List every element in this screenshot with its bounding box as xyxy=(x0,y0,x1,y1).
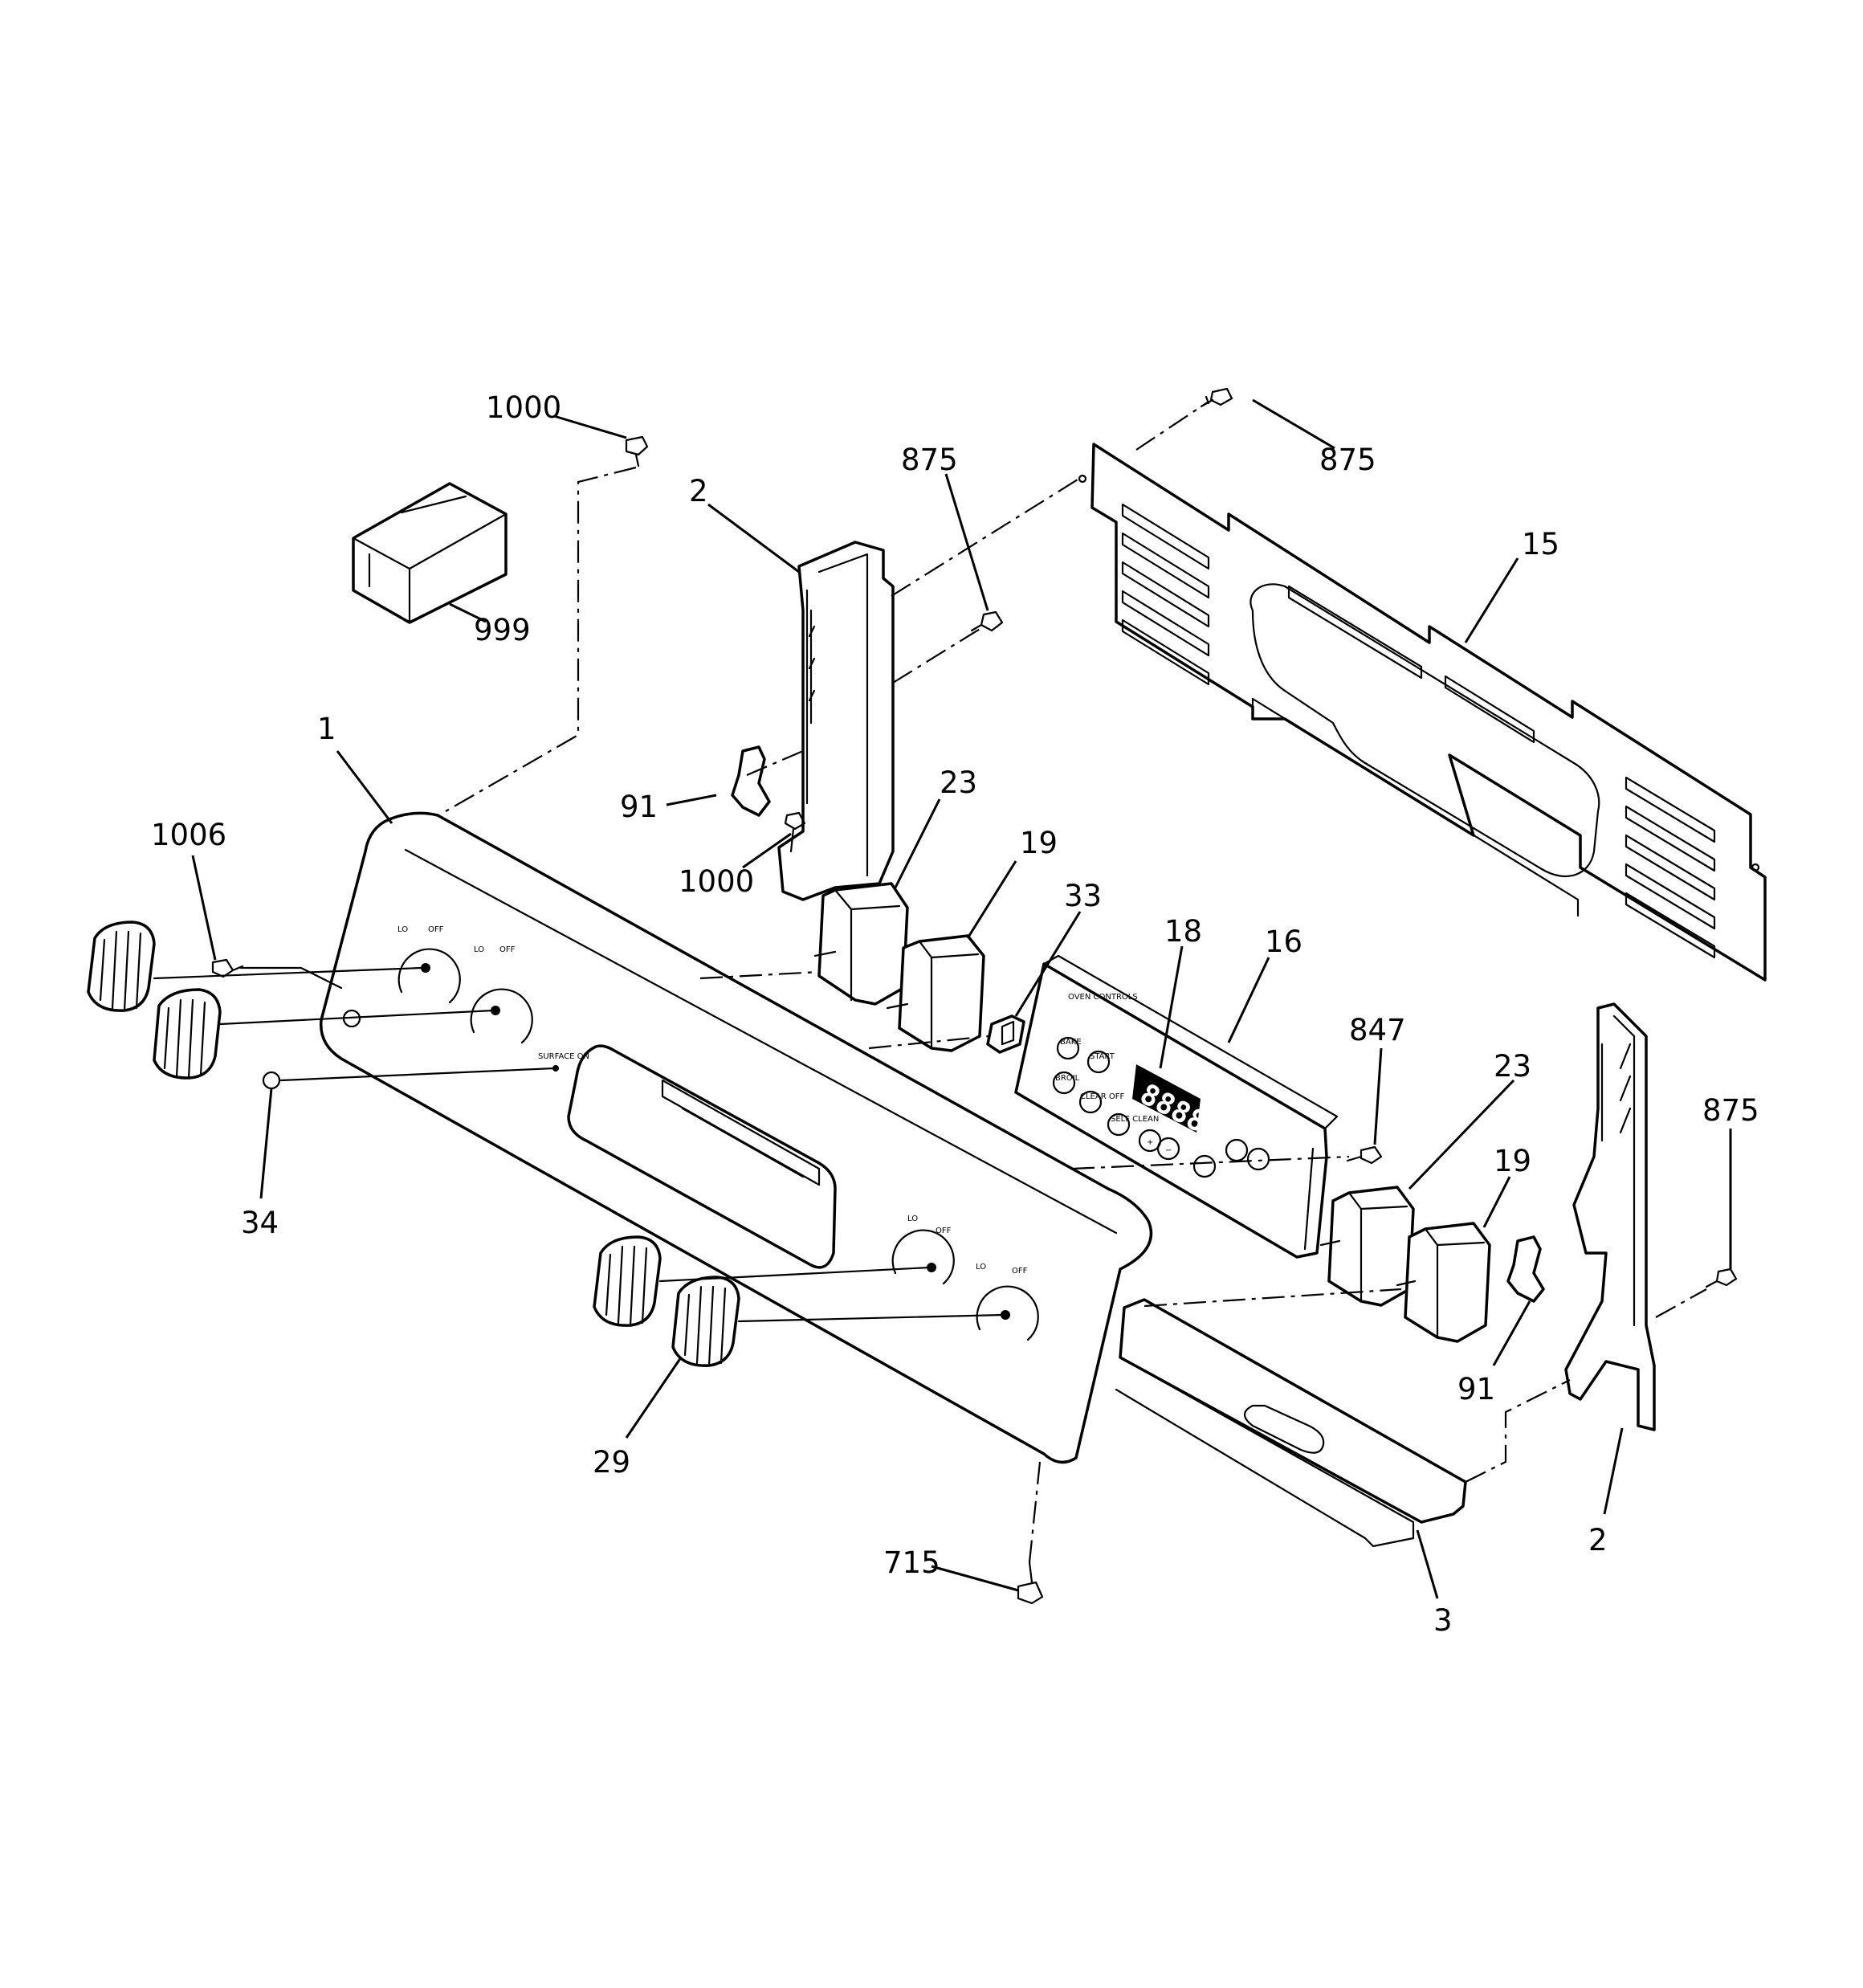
callout-3: 3 xyxy=(1433,1603,1453,1638)
knob-left-b xyxy=(153,988,222,1080)
indicator-light-33 xyxy=(986,1014,1025,1054)
lower-trim xyxy=(1115,1298,1467,1548)
screw-875-right xyxy=(1705,1268,1738,1288)
plug-34 xyxy=(262,1071,281,1090)
callout-875-top: 875 xyxy=(1319,443,1376,477)
callout-23-left: 23 xyxy=(940,765,977,800)
callout-847: 847 xyxy=(1349,1013,1406,1047)
svg-text:LO: LO xyxy=(397,925,408,934)
rear-vent-panel xyxy=(1078,443,1767,982)
infinite-switch-23-right xyxy=(1319,1186,1415,1307)
surface-dials: LO OFF LO OFF LO OFF LO OFF SURFACE ON xyxy=(342,925,1039,1341)
svg-text:OFF: OFF xyxy=(428,925,444,934)
callout-29: 29 xyxy=(593,1445,630,1480)
dial-right-rear: LO OFF xyxy=(891,1214,955,1285)
wire-clip-91-left xyxy=(731,745,771,817)
right-end-bracket xyxy=(1564,1002,1656,1431)
svg-text:BROIL: BROIL xyxy=(1055,1074,1080,1083)
screw-715 xyxy=(1017,1561,1044,1605)
dial-left-front: LO OFF xyxy=(397,925,461,1004)
callout-19-left: 19 xyxy=(1020,826,1058,860)
callout-labels: 1000 999 2 875 875 15 1 91 1000 23 19 33… xyxy=(151,390,1759,1638)
svg-text:LO: LO xyxy=(474,945,484,954)
callout-34: 34 xyxy=(241,1206,279,1240)
screw-847 xyxy=(1346,1145,1383,1165)
svg-text:OFF: OFF xyxy=(936,1227,952,1235)
callout-715: 715 xyxy=(883,1545,940,1580)
infinite-switch-19-right xyxy=(1396,1222,1491,1343)
svg-text:−: − xyxy=(1165,1146,1172,1155)
callout-2-left: 2 xyxy=(689,474,708,508)
screw-1000-top xyxy=(625,435,649,467)
infinite-switch-19-left xyxy=(886,934,985,1052)
dial-left-rear: LO OFF xyxy=(470,945,533,1044)
svg-text:BAKE: BAKE xyxy=(1060,1038,1082,1047)
callout-875-right: 875 xyxy=(1702,1093,1759,1128)
callout-1000-mid: 1000 xyxy=(679,864,754,899)
callout-999: 999 xyxy=(474,613,531,647)
callout-23-right: 23 xyxy=(1494,1049,1531,1084)
callout-33: 33 xyxy=(1064,879,1102,913)
callout-18: 18 xyxy=(1164,914,1202,949)
left-end-bracket xyxy=(777,541,895,901)
svg-text:OVEN CONTROLS: OVEN CONTROLS xyxy=(1068,993,1138,1002)
svg-text:CLEAR OFF: CLEAR OFF xyxy=(1080,1092,1124,1101)
svg-text:OFF: OFF xyxy=(1012,1267,1028,1276)
callout-15: 15 xyxy=(1522,527,1559,561)
callout-2-right: 2 xyxy=(1588,1523,1608,1557)
svg-text:SURFACE ON: SURFACE ON xyxy=(538,1052,589,1061)
leader-lines xyxy=(191,398,1732,1599)
svg-text:OFF: OFF xyxy=(499,945,516,954)
screw-1000-mid xyxy=(784,811,806,853)
callout-19-right: 19 xyxy=(1494,1144,1531,1178)
callout-91-left: 91 xyxy=(620,790,658,824)
svg-text:START: START xyxy=(1090,1052,1115,1061)
callout-875-mid: 875 xyxy=(901,443,958,477)
callout-91-right: 91 xyxy=(1457,1372,1495,1406)
knob-29-right-b xyxy=(671,1276,740,1367)
oven-control-board: OVEN CONTROLS BAKE START BROIL CLEAR OFF… xyxy=(1014,954,1339,1259)
svg-text:LO: LO xyxy=(976,1263,986,1272)
assembly-lines xyxy=(153,401,1707,1563)
main-backguard xyxy=(319,811,1153,1464)
led-display xyxy=(1132,1064,1201,1133)
callout-1: 1 xyxy=(317,712,336,746)
svg-text:+: + xyxy=(1147,1138,1153,1147)
infinite-switch-23-left xyxy=(813,882,909,1006)
callout-16: 16 xyxy=(1265,925,1302,959)
screw-875-mid xyxy=(970,610,1004,632)
svg-text:LO: LO xyxy=(907,1214,918,1223)
svg-text:SELF CLEAN: SELF CLEAN xyxy=(1111,1115,1159,1124)
knob-1006-left-a xyxy=(87,921,156,1012)
knob-29-right-a xyxy=(593,1235,662,1327)
callout-1006: 1006 xyxy=(151,818,226,852)
screw-1006 xyxy=(211,958,244,978)
dial-right-front: LO OFF xyxy=(976,1263,1039,1341)
wire-clip-91-right xyxy=(1506,1235,1545,1303)
parts-box xyxy=(352,482,508,624)
callout-1000-top: 1000 xyxy=(486,390,561,425)
